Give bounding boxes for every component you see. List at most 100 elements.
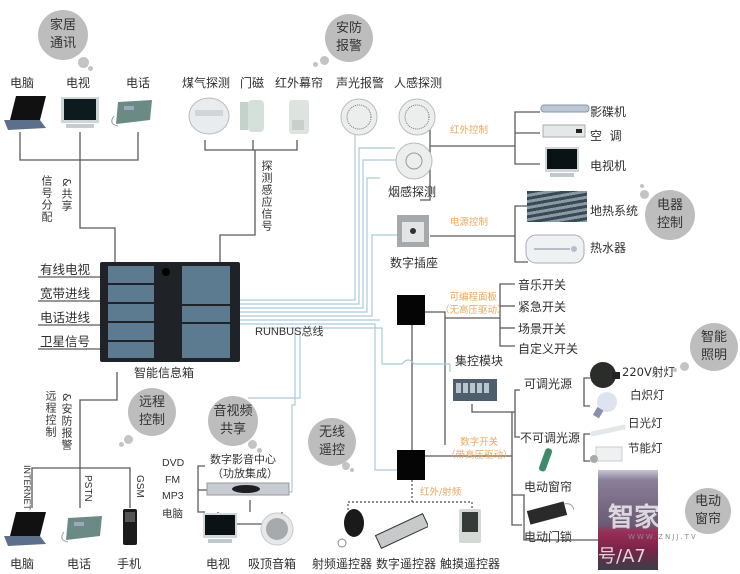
tv-set-icon (545, 147, 579, 177)
programmable-panel (397, 295, 425, 325)
label-gas-detector: 煤气探测 (182, 76, 231, 90)
label-dimmable: 可调光源 (524, 377, 573, 391)
label-custom-switch: 自定义开关 (518, 342, 579, 356)
water-heater-icon (525, 234, 585, 264)
ceiling-speaker-icon (260, 512, 294, 546)
wire-home-comm-bus (19, 132, 139, 161)
label-signal-distribution: 信号分配 (40, 175, 53, 223)
label-programmable-panel-line2: （无高压驱动） (440, 305, 507, 316)
wire-hub-to-remote (79, 372, 118, 468)
label-sharing: &共享 (60, 178, 73, 212)
label-phone-line: 电话进线 (40, 310, 91, 325)
wire-security-bus (204, 140, 298, 151)
label-home-phone: 电话 (126, 76, 151, 90)
label-sound-light-alarm: 声光报警 (336, 76, 385, 90)
label-touch-remote: 触摸遥控器 (440, 557, 501, 571)
ir-curtain-sensor-icon (289, 100, 309, 134)
wire-dimmable-bracket (583, 377, 590, 407)
wire-wireless-link (347, 501, 473, 510)
label-internet: INTERNET (22, 465, 32, 510)
label-remote-control: 远程控制 (44, 390, 57, 438)
label-ceiling-speaker: 吸顶音箱 (248, 557, 297, 571)
wire-power-bracket (514, 205, 528, 263)
label-scene-switch: 场景开关 (518, 322, 567, 336)
motor-lock-icon (526, 501, 574, 525)
bubble-wireless-text: 无线 遥控 (318, 425, 345, 458)
bubble-home-comm: 家居 通讯 (38, 10, 88, 60)
bubble-dot (78, 57, 89, 68)
bubble-dot (257, 448, 262, 453)
watermark-url: WWW.ZNJJ.TV (628, 533, 698, 541)
label-smoke-detector: 烟感探测 (388, 185, 437, 199)
label-motion-detector: 人感探测 (394, 76, 443, 90)
bubble-av-share: 音视频 共享 (208, 396, 258, 446)
label-spotlight: 220V射灯 (622, 365, 675, 379)
dvd-player-icon (540, 104, 590, 113)
wire-ir-bracket (514, 111, 540, 165)
label-motor-curtain: 电动窗帘 (524, 480, 573, 494)
label-music-switch: 音乐开关 (518, 278, 567, 292)
remote-laptop-icon (4, 512, 46, 546)
bubble-dot (342, 462, 350, 470)
label-satellite: 卫星信号 (40, 334, 91, 349)
bubble-dot (320, 56, 329, 65)
floor-heating-icon (527, 191, 587, 222)
label-emergency-switch: 紧急开关 (518, 300, 567, 314)
label-fm-source: FM (165, 474, 181, 486)
label-av-amp: （功放集成） (212, 467, 278, 480)
label-digital-switch-line1: 数字开关 (460, 437, 499, 448)
bubble-home-comm-text: 家居 通讯 (49, 18, 76, 51)
bubble-remote-text: 远程 控制 (138, 395, 165, 428)
wire-switch-down (511, 456, 522, 526)
label-air-con: 空 调 (590, 129, 622, 143)
smoke-detector-icon (395, 142, 433, 180)
label-broadband: 宽带进线 (40, 286, 91, 301)
wire-panel-bracket (499, 283, 515, 347)
label-digital-switch: 数字开关 （带高压驱动） (446, 436, 513, 462)
label-power-control: 电源控制 (450, 217, 489, 228)
watermark-brand: 智家网 (608, 503, 687, 533)
label-av-center: 数字影音中心 (210, 453, 276, 466)
curtain-photo (598, 470, 658, 570)
label-motor-lock: 电动门锁 (524, 530, 573, 544)
label-digital-socket: 数字插座 (390, 256, 439, 270)
bubble-lighting-text: 智能 照明 (700, 330, 727, 363)
bubble-appliance: 电器 控制 (645, 190, 695, 240)
wire-security-to-hub (219, 150, 256, 262)
digital-remote-icon (374, 513, 428, 549)
hub-module (108, 304, 154, 321)
bubble-wireless: 无线 遥控 (308, 418, 356, 466)
bubble-motor: 电动 窗帘 (685, 488, 731, 534)
label-mp3-source: MP3 (162, 490, 184, 502)
spotlight-icon (590, 362, 620, 388)
wire-panel-out (425, 311, 500, 319)
label-ir-control: 红外控制 (450, 125, 489, 136)
telephone-icon (111, 100, 152, 127)
air-conditioner-icon (542, 124, 586, 138)
hub-module (108, 285, 154, 302)
bubble-dot (124, 435, 133, 444)
label-home-tv: 电视 (66, 76, 91, 90)
bubble-lighting: 智能 照明 (690, 323, 738, 371)
bubble-security-text: 安防 报警 (335, 21, 362, 54)
label-remote-mobile: 手机 (117, 557, 142, 571)
hub-module (108, 266, 154, 283)
bubble-dot (673, 368, 677, 372)
bubble-av-share-text: 音视频 共享 (213, 404, 253, 437)
label-fluorescent: 日光灯 (628, 416, 663, 430)
watermark-tag: 录号/A7 (580, 546, 646, 567)
label-programmable-panel: 可编程面板（无高压驱动） (440, 291, 507, 317)
door-sensor-icon (240, 100, 264, 132)
label-incandescent: 白炽灯 (630, 388, 665, 402)
label-pstn: PSTN (82, 475, 93, 502)
av-center-icon (206, 482, 290, 496)
label-runbus: RUNBUS总线 (255, 326, 324, 338)
label-smart-info-box: 智能信息箱 (134, 366, 195, 380)
label-av-tv: 电视 (206, 557, 231, 571)
gas-detector-icon (188, 97, 230, 135)
wire-remote-bus (31, 467, 131, 508)
label-ir-rf: 红外/射频 (420, 487, 462, 498)
label-gsm: GSM (134, 475, 145, 498)
label-digital-switch-line2: （带高压驱动） (446, 450, 513, 461)
label-dvd-source: DVD (162, 457, 185, 469)
